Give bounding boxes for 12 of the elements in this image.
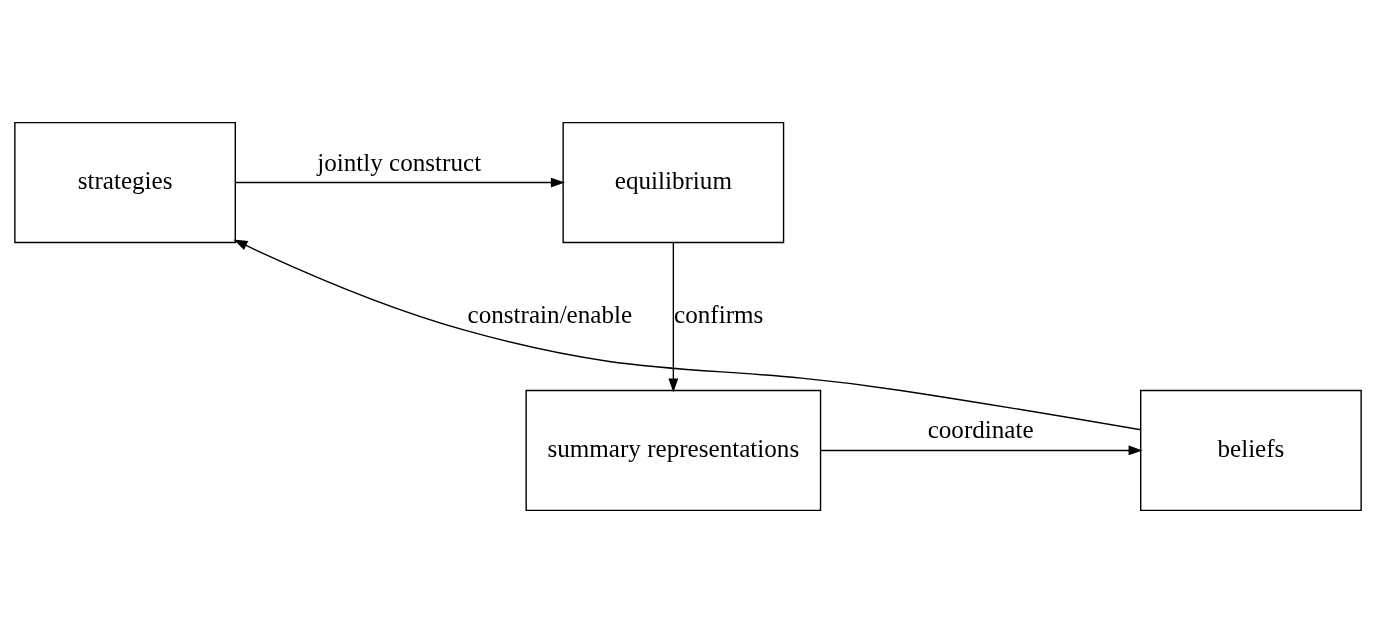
arrow — [233, 239, 1142, 431]
node-box: summary representations — [525, 389, 822, 512]
edge-label: constrain/enable — [467, 300, 633, 328]
edge-label: jointly construct — [317, 148, 482, 176]
edge-label: coordinate — [927, 416, 1034, 444]
arrow — [234, 177, 565, 188]
arrow — [668, 242, 679, 393]
node-box: strategies — [14, 121, 236, 244]
node-box: beliefs — [1140, 389, 1362, 512]
arrow — [819, 445, 1143, 456]
edge-label: confirms — [674, 300, 764, 328]
node-box: equilibrium — [562, 121, 785, 244]
